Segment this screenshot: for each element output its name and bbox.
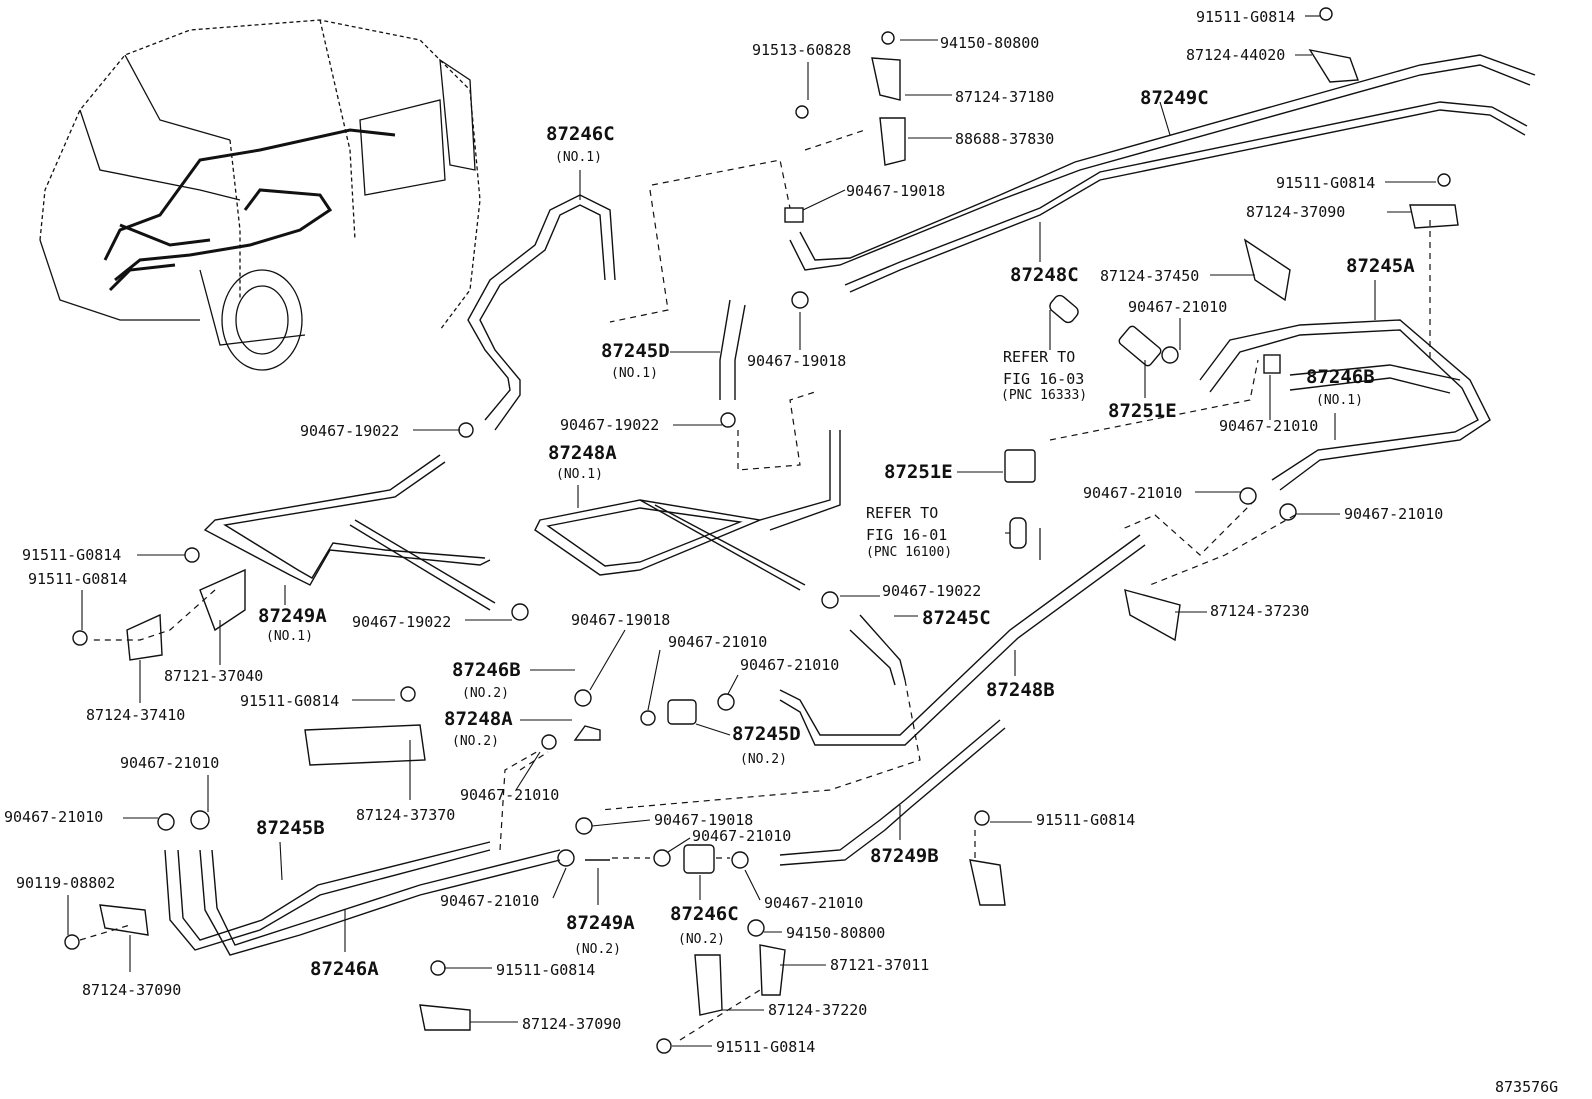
assembly-label: 87246C <box>670 903 739 925</box>
part-number-label: 87124-37090 <box>82 981 181 999</box>
reference-dashed-lines <box>79 129 1431 1041</box>
variant-label: (NO.2) <box>462 686 509 701</box>
assembly-label: 87246C <box>546 123 615 145</box>
part-number-label: 90467-21010 <box>1344 505 1443 523</box>
reference-note: REFER TO <box>1003 348 1075 366</box>
part-number-label: 90467-19022 <box>300 422 399 440</box>
variant-label: (NO.1) <box>266 629 313 644</box>
part-number-label: 91511-G0814 <box>716 1038 815 1056</box>
part-number-label: 87124-37090 <box>522 1015 621 1033</box>
part-number-label: 90119-08802 <box>16 874 115 892</box>
assembly-label: 87249C <box>1140 87 1209 109</box>
part-number-label: 87124-44020 <box>1186 46 1285 64</box>
variant-label: (NO.1) <box>556 467 603 482</box>
part-number-label: 90467-21010 <box>440 892 539 910</box>
part-number-label: 90467-21010 <box>1219 417 1318 435</box>
part-number-label: 90467-19018 <box>571 611 670 629</box>
variant-label: (PNC 16100) <box>866 545 952 560</box>
part-number-label: 87124-37230 <box>1210 602 1309 620</box>
clamps-and-fittings <box>157 207 1297 874</box>
assembly-label: 87248A <box>548 442 617 464</box>
variant-label: (NO.1) <box>555 150 602 165</box>
hoses-and-pipes <box>164 54 1536 956</box>
assembly-label: 87248A <box>444 708 513 730</box>
assembly-label: 87251E <box>884 461 953 483</box>
part-number-label: 90467-19018 <box>654 811 753 829</box>
part-number-label: 88688-37830 <box>955 130 1054 148</box>
assembly-label: 87245D <box>732 723 801 745</box>
assembly-label: 87248C <box>1010 264 1079 286</box>
part-number-label: 91511-G0814 <box>22 546 121 564</box>
part-number-label: 90467-21010 <box>460 786 559 804</box>
part-number-label: 90467-21010 <box>740 656 839 674</box>
part-number-label: 90467-21010 <box>692 827 791 845</box>
part-number-label: 91511-G0814 <box>240 692 339 710</box>
assembly-label: 87245C <box>922 607 991 629</box>
part-number-label: 90467-19022 <box>352 613 451 631</box>
part-number-label: 91513-60828 <box>752 41 851 59</box>
vehicle-thumbnail <box>39 19 481 371</box>
part-number-label: 91511-G0814 <box>1036 811 1135 829</box>
assembly-label: 87248B <box>986 679 1055 701</box>
variant-label: (NO.1) <box>611 366 658 381</box>
figure-code: 873576G <box>1495 1078 1558 1096</box>
part-number-label: 90467-21010 <box>4 808 103 826</box>
part-number-label: 90467-21010 <box>764 894 863 912</box>
assembly-label: 87251E <box>1108 400 1177 422</box>
part-number-label: 87124-37220 <box>768 1001 867 1019</box>
part-number-label: 91511-G0814 <box>1276 174 1375 192</box>
part-number-label: 90467-19022 <box>882 582 981 600</box>
variant-label: (NO.2) <box>574 942 621 957</box>
assembly-label: 87249A <box>258 605 327 627</box>
brackets-and-bolts <box>64 7 1459 1054</box>
assembly-label: 87249A <box>566 912 635 934</box>
leader-lines <box>67 15 1436 1047</box>
part-number-label: 87124-37180 <box>955 88 1054 106</box>
part-number-label: 90467-19018 <box>747 352 846 370</box>
part-number-label: 94150-80800 <box>786 924 885 942</box>
reference-note: REFER TO <box>866 504 938 522</box>
part-number-label: 90467-21010 <box>120 754 219 772</box>
part-number-label: 87121-37011 <box>830 956 929 974</box>
part-number-label: 87124-37090 <box>1246 203 1345 221</box>
part-number-label: 87124-37410 <box>86 706 185 724</box>
part-number-label: 90467-19018 <box>846 182 945 200</box>
part-number-label: 90467-21010 <box>668 633 767 651</box>
part-number-label: 90467-21010 <box>1128 298 1227 316</box>
assembly-label: 87245B <box>256 817 325 839</box>
assembly-label: 87246A <box>310 958 379 980</box>
assembly-label: 87245A <box>1346 255 1415 277</box>
part-number-label: 94150-80800 <box>940 34 1039 52</box>
part-number-label: 90467-21010 <box>1083 484 1182 502</box>
variant-label: (NO.1) <box>1316 393 1363 408</box>
part-number-labels: 91511-G0814 87124-44020 91513-60828 94150-8… <box>4 8 1443 1056</box>
variant-label: (NO.2) <box>678 932 725 947</box>
assembly-label: 87246B <box>452 659 521 681</box>
reference-note: FIG 16-03 <box>1003 370 1084 388</box>
assembly-label: 87246B <box>1306 366 1375 388</box>
variant-label: (PNC 16333) <box>1001 388 1087 403</box>
vehicle-hose-route <box>103 128 396 292</box>
variant-label: (NO.2) <box>452 734 499 749</box>
assembly-label: 87245D <box>601 340 670 362</box>
reference-note: FIG 16-01 <box>866 526 947 544</box>
part-number-label: 87121-37040 <box>164 667 263 685</box>
part-number-label: 90467-19022 <box>560 416 659 434</box>
part-number-label: 87124-37450 <box>1100 267 1199 285</box>
part-number-label: 87124-37370 <box>356 806 455 824</box>
variant-label: (NO.2) <box>740 752 787 767</box>
part-number-label: 91511-G0814 <box>1196 8 1295 26</box>
assembly-label: 87249B <box>870 845 939 867</box>
part-number-label: 91511-G0814 <box>496 961 595 979</box>
part-number-label: 91511-G0814 <box>28 570 127 588</box>
